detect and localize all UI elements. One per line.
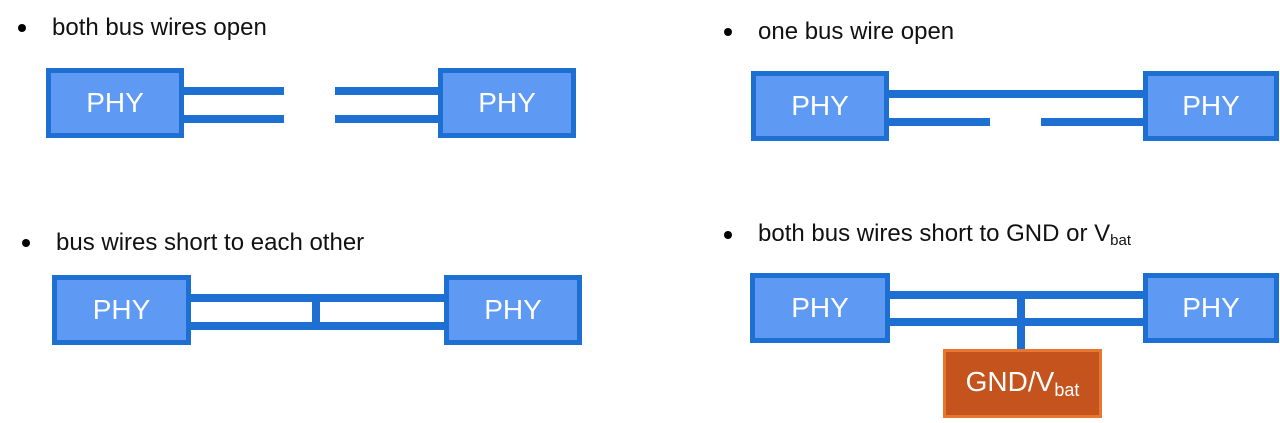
phy-box-right: PHY (1143, 273, 1279, 343)
bullet-wires-short-each-other: bus wires short to each other (22, 229, 364, 257)
phy-label: PHY (1182, 292, 1240, 323)
bus-wire-lower-right-segment (1041, 118, 1143, 126)
bus-wire-upper-right-segment (335, 87, 438, 95)
bus-wire-lower-left-segment (184, 115, 284, 123)
phy-box-left: PHY (46, 68, 184, 138)
bus-wire-upper (890, 291, 1143, 299)
bus-wire-lower-left-segment (889, 118, 990, 126)
phy-label: PHY (86, 87, 144, 118)
bus-wire-upper-left-segment (184, 87, 284, 95)
bus-wire-lower (890, 318, 1143, 326)
bullet-one-wire-open: one bus wire open (724, 18, 954, 46)
phy-label: PHY (484, 294, 542, 325)
phy-label: PHY (1182, 90, 1240, 121)
phy-label: PHY (478, 87, 536, 118)
scenario-label: both bus wires short to GND or Vbat (758, 220, 1131, 249)
bus-wire-upper (889, 90, 1143, 98)
bullet-both-wires-open: both bus wires open (18, 14, 267, 42)
bus-wire-lower-right-segment (335, 115, 438, 123)
bullet-dot (18, 24, 26, 32)
bullet-wires-short-gnd-vbat: both bus wires short to GND or Vbat (724, 220, 1131, 249)
phy-box-right: PHY (444, 275, 582, 345)
scenario-label: both bus wires open (52, 14, 267, 41)
phy-label: PHY (92, 294, 151, 325)
phy-box-right: PHY (438, 68, 576, 138)
bullet-dot (22, 239, 30, 247)
bullet-dot (724, 28, 732, 36)
phy-box-right: PHY (1143, 71, 1279, 141)
phy-box-left: PHY (751, 71, 889, 141)
gnd-vbat-box: GND/Vbat (943, 349, 1102, 418)
bullet-dot (724, 230, 732, 239)
short-to-ground-connection (1017, 291, 1025, 349)
gnd-vbat-label: GND/Vbat (965, 366, 1080, 400)
phy-box-left: PHY (750, 273, 890, 343)
scenario-label: bus wires short to each other (56, 229, 365, 256)
short-circuit-bridge (312, 294, 320, 330)
phy-label: PHY (791, 90, 849, 121)
phy-label: PHY (791, 292, 849, 323)
phy-box-left: PHY (52, 275, 191, 345)
scenario-label: one bus wire open (758, 18, 955, 45)
